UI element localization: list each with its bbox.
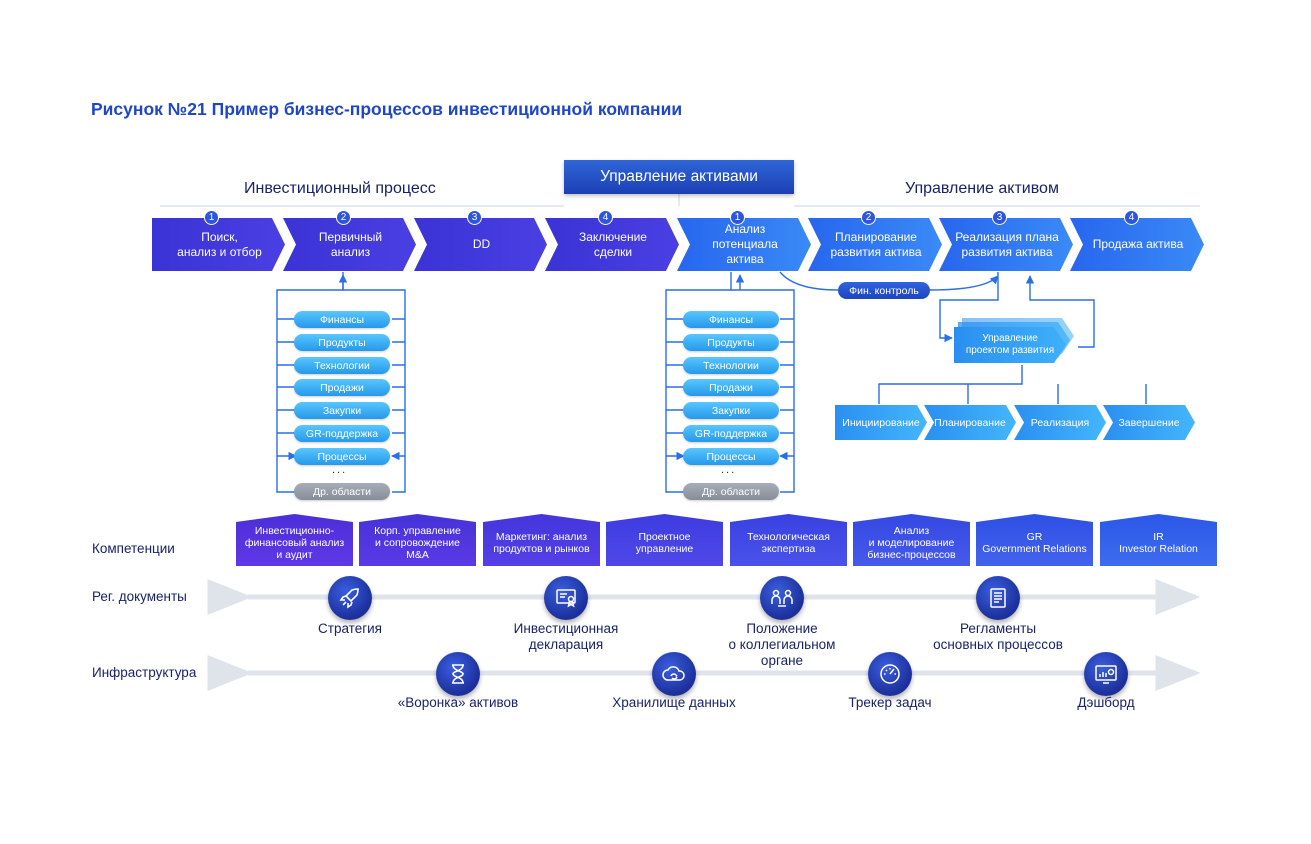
phase-implementation: Реализация	[1014, 405, 1106, 440]
right-area-products: Продукты	[683, 334, 779, 351]
left-area-finance: Финансы	[294, 311, 390, 328]
phase-initiation: Инициирование	[835, 405, 927, 440]
rocket-icon	[328, 576, 372, 620]
competency-investment-analysis: Инвестиционно- финансовый анализ и аудит	[236, 514, 353, 566]
asset-step-3: Реализация плана развития актива	[939, 218, 1073, 271]
competency-corporate-governance: Корп. управление и сопровождение M&A	[359, 514, 476, 566]
reg-doc-strategy-label: Стратегия	[318, 621, 382, 636]
asset-step-4: Продажа актива	[1070, 218, 1204, 271]
left-area-gr-support: GR-поддержка	[294, 425, 390, 442]
asset-step-2-number: 2	[861, 210, 876, 225]
row-label-reg-docs: Рег. документы	[92, 589, 187, 604]
competency-marketing: Маркетинг: анализ продуктов и рынков	[483, 514, 600, 566]
invest-step-1-number: 1	[204, 210, 219, 225]
asset-step-2: Планирование развития актива	[808, 218, 942, 271]
invest-step-4-number: 4	[598, 210, 613, 225]
infra-data-storage-label: Хранилище данных	[612, 695, 736, 710]
competency-tech-expertise: Технологическая экспертиза	[730, 514, 847, 566]
right-area-procurement: Закупки	[683, 402, 779, 419]
team-icon	[760, 576, 804, 620]
competency-project-management: Проектное управление	[606, 514, 723, 566]
invest-step-1: Поиск, анализ и отбор	[152, 218, 285, 271]
reg-doc-declaration-label: Инвестиционная декларация	[513, 621, 619, 652]
right-area-dots: ...	[721, 464, 737, 476]
right-area-other: Др. области	[683, 483, 779, 500]
right-area-processes: Процессы	[683, 448, 779, 465]
left-area-procurement: Закупки	[294, 402, 390, 419]
infra-funnel-label: «Воронка» активов	[397, 695, 519, 710]
right-area-finance: Финансы	[683, 311, 779, 328]
asset-step-1-number: 1	[730, 210, 745, 225]
speedometer-icon	[868, 652, 912, 696]
asset-step-4-number: 4	[1124, 210, 1139, 225]
right-area-technology: Технологии	[683, 357, 779, 374]
competency-ir: IR Investor Relation	[1100, 514, 1217, 566]
phase-completion: Завершение	[1103, 405, 1195, 440]
left-area-technology: Технологии	[294, 357, 390, 374]
cloud-sync-icon	[652, 652, 696, 696]
left-area-other: Др. области	[294, 483, 390, 500]
invest-step-3: DD	[414, 218, 547, 271]
invest-step-2: Первичный анализ	[283, 218, 416, 271]
right-area-gr-support: GR-поддержка	[683, 425, 779, 442]
left-area-sales: Продажи	[294, 379, 390, 396]
asset-step-1: Анализ потенциала актива	[677, 218, 811, 271]
reg-doc-collegial-body-label: Положение о коллегиальном органе	[728, 621, 836, 668]
document-list-icon	[976, 576, 1020, 620]
invest-step-2-number: 2	[336, 210, 351, 225]
row-label-infrastructure: Инфраструктура	[92, 665, 197, 680]
invest-step-4: Заключение сделки	[545, 218, 679, 271]
asset-management-box: Управление активами	[564, 160, 794, 194]
left-area-dots: ...	[332, 464, 348, 476]
project-management-box: Управление проектом развития	[954, 327, 1066, 363]
hourglass-icon	[436, 652, 480, 696]
dashboard-icon	[1084, 652, 1128, 696]
page-title: Рисунок №21 Пример бизнес-процессов инве…	[91, 99, 683, 119]
phase-planning: Планирование	[924, 405, 1016, 440]
left-area-products: Продукты	[294, 334, 390, 351]
infra-task-tracker-label: Трекер задач	[848, 695, 932, 710]
asset-management-header: Управление активом	[905, 180, 1059, 197]
competency-gr: GR Government Relations	[976, 514, 1093, 566]
row-label-competencies: Компетенции	[92, 541, 175, 556]
certificate-icon	[544, 576, 588, 620]
left-area-processes: Процессы	[294, 448, 390, 465]
competency-process-modeling: Анализ и моделирование бизнес-процессов	[853, 514, 970, 566]
fin-control-pill: Фин. контроль	[838, 282, 930, 299]
reg-doc-regulations-label: Регламенты основных процессов	[933, 621, 1063, 652]
infra-dashboard-label: Дэшборд	[1077, 695, 1135, 710]
invest-step-3-number: 3	[467, 210, 482, 225]
invest-process-header: Инвестиционный процесс	[244, 180, 436, 197]
right-area-sales: Продажи	[683, 379, 779, 396]
asset-step-3-number: 3	[992, 210, 1007, 225]
